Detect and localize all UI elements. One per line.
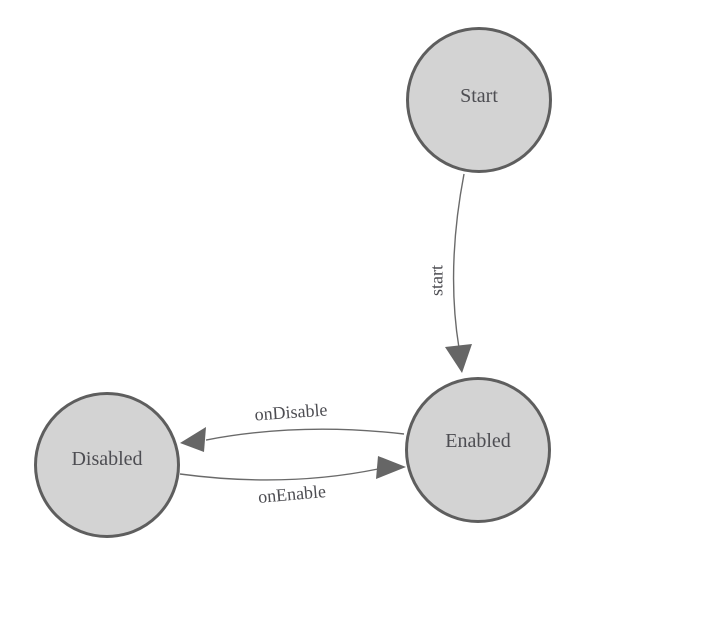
transition-line-start-to-enabled (452, 173, 465, 349)
transition-line-disabled-to-enabled (179, 468, 379, 481)
state-node-enabled-label: Enabled (445, 429, 511, 452)
arrowhead-enabled-to-disabled-icon (180, 427, 206, 452)
state-node-disabled[interactable]: Disabled (34, 392, 180, 538)
state-node-enabled[interactable]: Enabled (405, 377, 551, 523)
state-node-start-label: Start (460, 84, 498, 107)
transition-line-enabled-to-disabled (205, 428, 405, 441)
state-node-disabled-label: Disabled (71, 447, 143, 470)
transition-label-start: start (426, 265, 447, 296)
arrowhead-disabled-to-enabled-icon (376, 456, 406, 479)
arrowhead-start-to-enabled-icon (445, 344, 472, 373)
state-node-start[interactable]: Start (406, 27, 552, 173)
